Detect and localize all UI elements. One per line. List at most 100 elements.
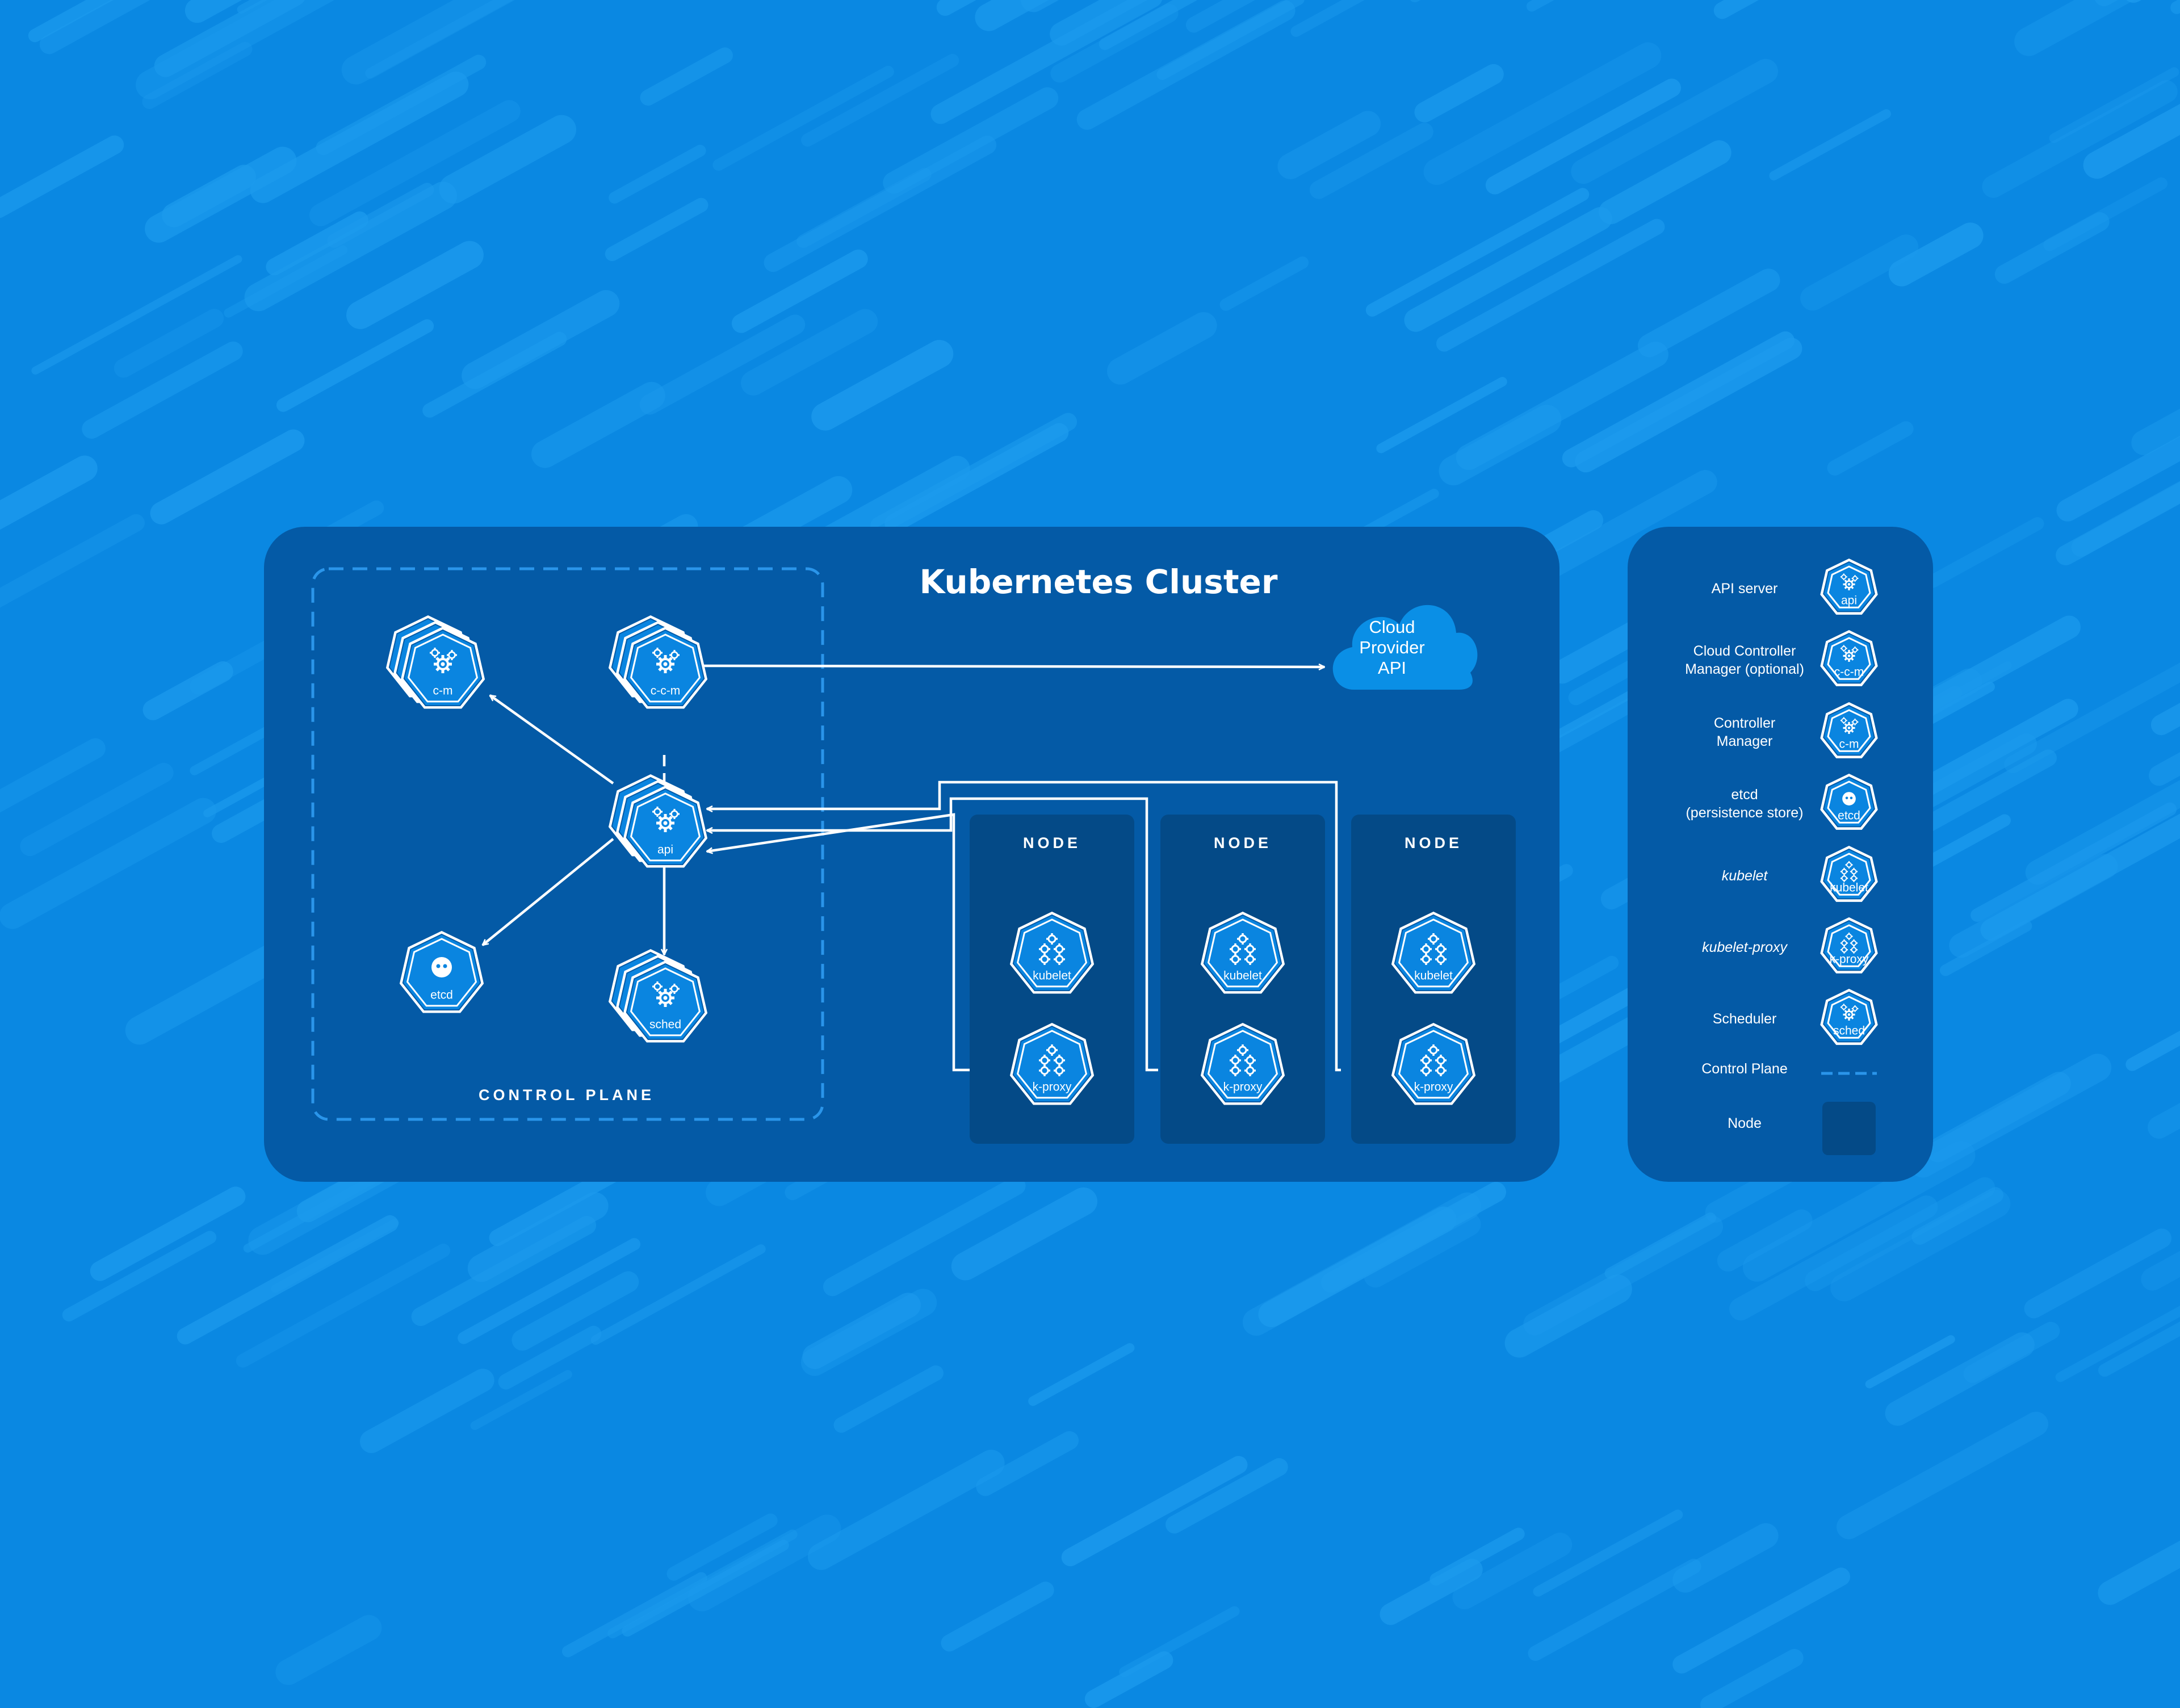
etcd-icon-label: etcd xyxy=(430,988,453,1001)
background-streak xyxy=(2043,177,2168,251)
background-streak xyxy=(462,290,620,389)
background-streak xyxy=(1571,58,1778,184)
k-proxy-icon-label: k-proxy xyxy=(1033,1080,1072,1093)
scheduler-icon-label: sched xyxy=(649,1018,681,1031)
background-streak xyxy=(1533,1509,1683,1597)
background-streak xyxy=(2170,0,2180,14)
background-streak xyxy=(244,182,457,312)
background-streak xyxy=(833,1365,944,1433)
background-streak xyxy=(250,72,469,203)
background-streak xyxy=(1837,1412,2048,1539)
background-streak xyxy=(640,47,733,106)
background-streak xyxy=(2148,1102,2180,1139)
background-streak xyxy=(1800,234,1919,311)
background-streak xyxy=(1219,256,1309,311)
background-streak xyxy=(1971,802,2177,922)
background-streak xyxy=(2098,1321,2180,1377)
legend-c-c-m-icon-label: c-c-m xyxy=(1834,666,1864,679)
background-streak xyxy=(1599,140,1732,224)
controller-manager-icon-label: c-m xyxy=(433,684,453,697)
background-streak xyxy=(458,1238,641,1344)
node3-to-api-line xyxy=(707,780,1341,1072)
legend-node-label: Node xyxy=(1728,1115,1762,1131)
background-streak xyxy=(20,762,174,857)
legend-etcd-icon-label: etcd xyxy=(1838,809,1860,822)
background-streak xyxy=(2131,408,2180,455)
background-streak xyxy=(1913,733,2037,811)
legend-item-label: Cloud Controller xyxy=(1693,643,1796,659)
background-streak xyxy=(422,331,567,418)
background-streak xyxy=(1423,42,1662,185)
k-proxy-icon: k-proxy xyxy=(1200,1023,1285,1105)
background-streak xyxy=(82,341,243,439)
background-streak xyxy=(1099,0,1198,51)
background-streak xyxy=(236,1244,450,1368)
api-to-cm-line xyxy=(490,694,614,784)
background-streak xyxy=(801,53,959,147)
background-streak xyxy=(309,100,521,226)
background-streak xyxy=(142,41,253,110)
background-streak xyxy=(1321,1182,1506,1293)
cluster-title: Kubernetes Cluster xyxy=(919,563,1277,601)
legend-item-label: Controller xyxy=(1714,715,1775,731)
background-streak xyxy=(811,339,954,431)
legend-panel xyxy=(1628,527,1933,1182)
api-server-icon: api xyxy=(608,774,708,868)
background-streak xyxy=(1909,1054,2112,1178)
background-streak xyxy=(31,255,242,375)
background-streak xyxy=(0,135,124,218)
background-streak xyxy=(712,65,894,171)
kubelet-icon: kubelet xyxy=(1200,912,1285,994)
background-streak xyxy=(2024,1228,2171,1319)
background-streak xyxy=(114,309,224,378)
background-streak xyxy=(1436,219,1665,352)
background-streak xyxy=(162,165,256,228)
legend-etcd-icon: etcd xyxy=(1820,774,1878,830)
background-streak xyxy=(1504,1274,1632,1358)
background-streak xyxy=(39,0,150,54)
background-streak xyxy=(266,211,368,276)
background-streak xyxy=(1729,1195,1938,1321)
background-streak xyxy=(2049,67,2179,143)
background-streak xyxy=(470,1370,572,1430)
node-label: NODE xyxy=(1214,834,1272,851)
legend-kubelet-icon: kubelet xyxy=(1820,846,1878,902)
cloud-label-line-2: Provider xyxy=(1359,637,1424,657)
background-streak xyxy=(1290,0,1365,37)
legend-k-proxy-icon-label: k-proxy xyxy=(1830,953,1869,966)
background-streak xyxy=(609,145,706,204)
legend-node: Node xyxy=(1728,1102,1876,1155)
background-streak xyxy=(1769,109,1891,181)
background-streak xyxy=(1717,1209,1813,1272)
connections xyxy=(483,666,1341,1072)
legend-item-label: API server xyxy=(1712,581,1778,597)
background-streak xyxy=(2025,780,2180,885)
background-streak xyxy=(883,87,1059,194)
background-streak xyxy=(0,514,145,608)
background-streak xyxy=(531,381,665,468)
background-streak xyxy=(1672,1567,1850,1674)
background-streak xyxy=(1911,1187,2003,1245)
scheduler-icon: sched xyxy=(608,949,708,1043)
background-streak xyxy=(561,1572,707,1657)
cloud-controller-manager-icon-label: c-c-m xyxy=(651,684,680,697)
background-streak xyxy=(365,0,515,79)
background-streak xyxy=(346,241,484,329)
background-streak xyxy=(2083,103,2180,179)
background-streak xyxy=(0,738,106,813)
background-streak xyxy=(1485,78,1681,195)
background-streak xyxy=(1885,1332,2035,1426)
background-streak xyxy=(807,1450,1005,1570)
background-streak xyxy=(0,798,216,929)
control-plane-label: CONTROL PLANE xyxy=(479,1086,655,1103)
kubelet-icon: kubelet xyxy=(1391,912,1476,994)
etcd-icon: etcd xyxy=(399,931,484,1013)
background-streak xyxy=(1562,331,1795,468)
background-streak xyxy=(1713,0,1759,19)
background-streak xyxy=(411,1216,597,1327)
